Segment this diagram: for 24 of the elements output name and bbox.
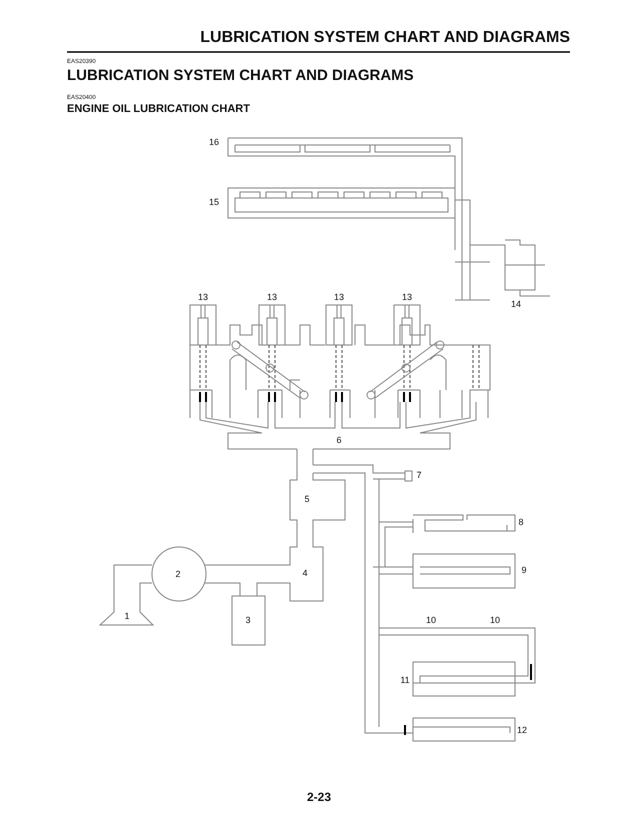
callout-number: 10 bbox=[490, 616, 500, 625]
callout-number: 6 bbox=[336, 436, 342, 445]
callout-number: 13 bbox=[267, 293, 277, 302]
callout-number: 11 bbox=[400, 676, 410, 685]
page-number: 2-23 bbox=[306, 791, 332, 803]
callout-number: 2 bbox=[176, 570, 180, 579]
callout-number: 13 bbox=[334, 293, 344, 302]
callout-number: 10 bbox=[426, 616, 436, 625]
callout-number: 8 bbox=[518, 518, 524, 527]
subsection-heading: ENGINE OIL LUBRICATION CHART bbox=[67, 104, 250, 115]
section-heading: LUBRICATION SYSTEM CHART AND DIAGRAMS bbox=[67, 68, 414, 83]
callout-number: 12 bbox=[517, 726, 527, 735]
callout-number: 14 bbox=[511, 300, 521, 309]
callout-number: 5 bbox=[304, 495, 310, 504]
callout-number: 3 bbox=[246, 616, 250, 625]
callout-number: 9 bbox=[522, 566, 526, 575]
callout-number: 13 bbox=[198, 293, 208, 302]
callout-number: 7 bbox=[416, 471, 422, 480]
callout-number: 16 bbox=[209, 138, 219, 147]
callout-number: 4 bbox=[302, 569, 308, 578]
callout-number: 1 bbox=[124, 612, 130, 621]
callout-number: 13 bbox=[402, 293, 412, 302]
running-header: LUBRICATION SYSTEM CHART AND DIAGRAMS bbox=[200, 30, 570, 46]
callout-number: 15 bbox=[209, 198, 219, 207]
